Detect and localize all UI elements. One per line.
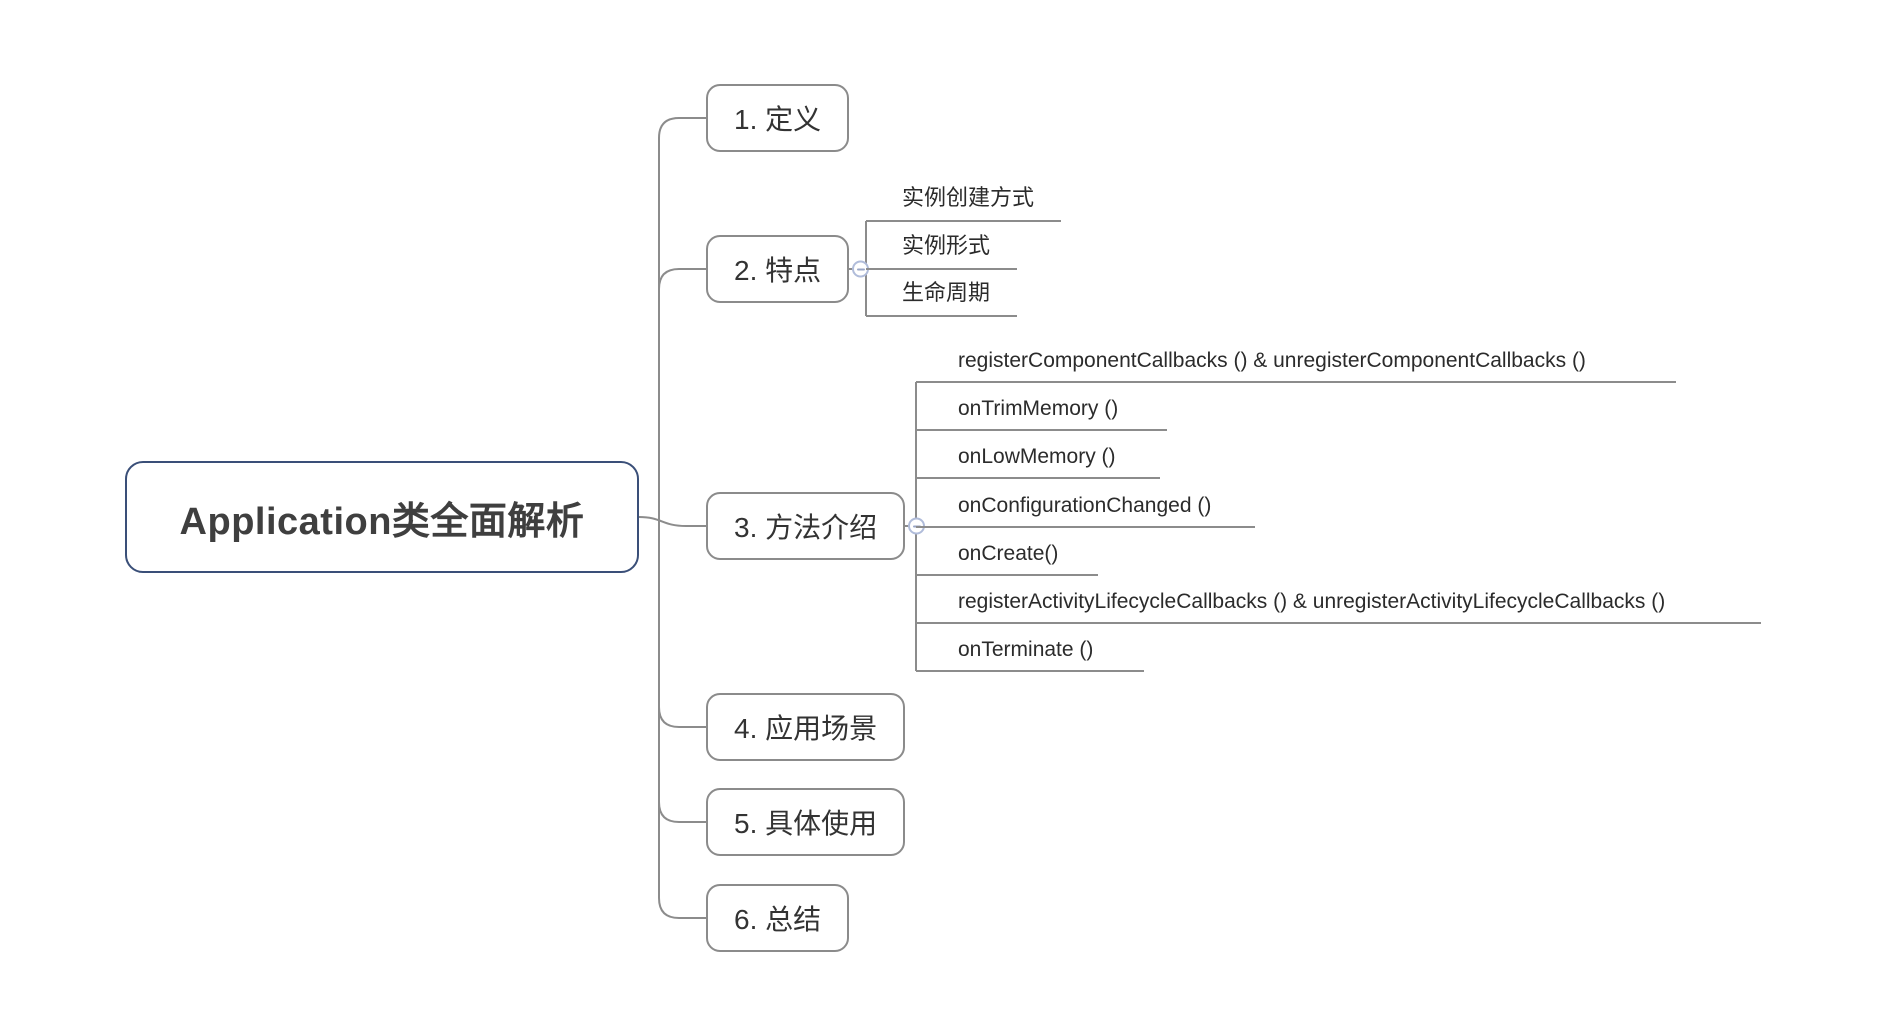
main-topic-label: 6. 总结 <box>734 904 822 935</box>
main-topic-usage[interactable]: 5. 具体使用 <box>706 788 906 856</box>
subtopic-label: onConfigurationChanged () <box>958 494 1212 517</box>
main-topic-label: 2. 特点 <box>734 255 822 286</box>
subtopic-label: 生命周期 <box>902 280 991 305</box>
main-topic-definition[interactable]: 1. 定义 <box>706 84 850 152</box>
main-topic-use-cases[interactable]: 4. 应用场景 <box>706 693 906 761</box>
subtopic-label: registerActivityLifecycleCallbacks () & … <box>958 590 1666 613</box>
subtopic-on-low-memory[interactable]: onLowMemory () <box>916 443 1160 479</box>
subtopic-label: onTerminate () <box>958 638 1094 661</box>
connector-topic-6 <box>658 897 706 919</box>
subtopic-instance-form[interactable]: 实例形式 <box>866 233 1018 270</box>
subtopic-register-component-callbacks[interactable]: registerComponentCallbacks () & unregist… <box>916 347 1676 383</box>
connector-topic-3 <box>638 516 706 527</box>
subtopic-label: onLowMemory () <box>958 445 1116 468</box>
subtopic-on-create[interactable]: onCreate() <box>916 540 1099 576</box>
main-topic-methods[interactable]: 3. 方法介绍 <box>706 492 926 560</box>
subtopic-lifecycle[interactable]: 生命周期 <box>866 280 1018 317</box>
root-topic-label: Application类全面解析 <box>179 500 585 543</box>
subtopic-label: onCreate() <box>958 542 1059 565</box>
root-topic[interactable]: Application类全面解析 <box>125 461 639 573</box>
main-topic-label: 3. 方法介绍 <box>734 512 878 543</box>
connector-topic-2 <box>658 268 706 290</box>
subtopic-on-configuration-changed[interactable]: onConfigurationChanged () <box>916 492 1255 528</box>
connector-topic-4 <box>658 706 706 728</box>
subtopic-register-activity-lifecycle-callbacks[interactable]: registerActivityLifecycleCallbacks () & … <box>916 588 1761 624</box>
main-topic-features[interactable]: 2. 特点 <box>706 235 870 303</box>
main-topic-label: 4. 应用场景 <box>734 713 878 744</box>
minus-glyph <box>856 268 865 270</box>
connector-topic-1 <box>658 117 706 139</box>
main-topic-summary[interactable]: 6. 总结 <box>706 884 850 952</box>
subtopic-label: 实例形式 <box>902 233 991 258</box>
subtopic-on-terminate[interactable]: onTerminate () <box>916 636 1144 672</box>
main-topic-label: 5. 具体使用 <box>734 808 878 839</box>
connector-topic-5 <box>658 801 706 823</box>
subtopic-label: 实例创建方式 <box>902 185 1035 210</box>
main-topic-label: 1. 定义 <box>734 104 822 135</box>
subtopic-label: onTrimMemory () <box>958 397 1119 420</box>
subtopic-label: registerComponentCallbacks () & unregist… <box>958 349 1586 372</box>
subtopic-instance-creation[interactable]: 实例创建方式 <box>866 185 1062 222</box>
subtopic-on-trim-memory[interactable]: onTrimMemory () <box>916 395 1167 431</box>
